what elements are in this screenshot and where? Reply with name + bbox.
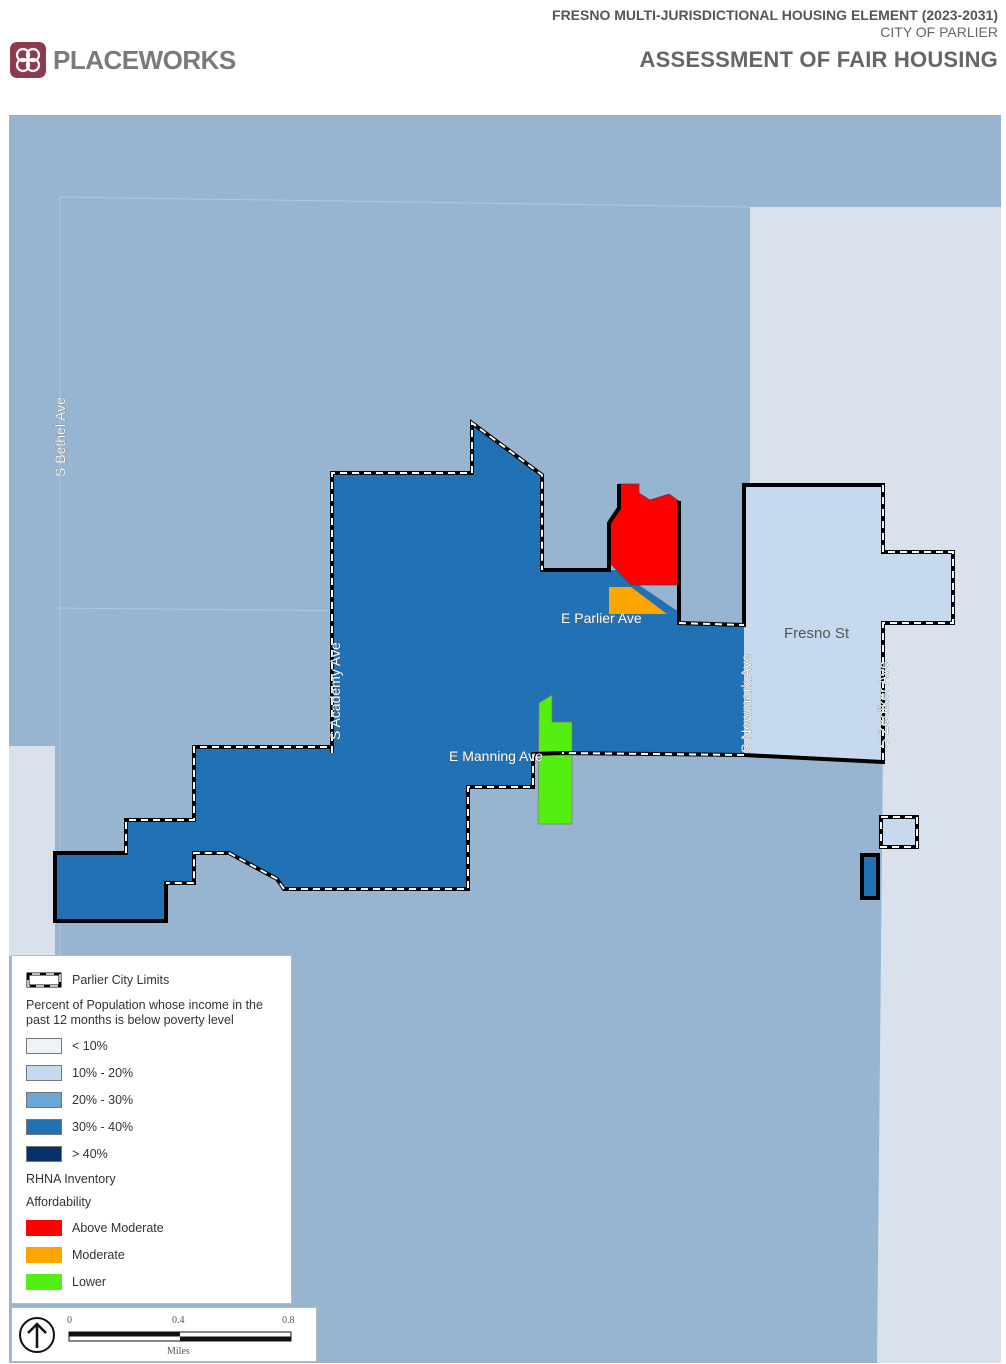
- north-arrow-icon: [19, 1317, 55, 1353]
- logo-text: PLACEWORKS: [53, 44, 236, 75]
- legend-rhna-title: RHNA Inventory: [26, 1172, 116, 1186]
- city-limits-legend-icon: [26, 972, 62, 988]
- legend-class: 30% - 40%: [26, 1119, 133, 1135]
- legend-affordability-title: Affordability: [26, 1195, 92, 1209]
- legend-class-label: 20% - 30%: [72, 1093, 134, 1107]
- scale-tick-0: 0: [67, 1315, 72, 1326]
- legend-class-label: 30% - 40%: [72, 1120, 134, 1134]
- legend-affordability: Moderate: [26, 1247, 125, 1263]
- document-subtitle: CITY OF PARLIER: [880, 24, 998, 40]
- road-label-manning: E Manning Ave: [449, 748, 543, 764]
- legend-swatch-20-30: [26, 1092, 62, 1108]
- scale-tick-1: 0.4: [172, 1315, 185, 1326]
- legend-city-limits-label: Parlier City Limits: [72, 973, 170, 987]
- legend-city-limits: Parlier City Limits: [26, 972, 169, 988]
- tract-poverty-10-20: [744, 485, 953, 762]
- tract-poverty-10-20-small: [881, 817, 917, 847]
- scale-bar-panel: 0 0.4 0.8 Miles: [11, 1307, 317, 1362]
- legend-affordability-label: Lower: [72, 1275, 107, 1289]
- scale-unit: Miles: [167, 1346, 190, 1357]
- legend-class-label: 10% - 20%: [72, 1066, 134, 1080]
- road-label-fresno-st: Fresno St: [784, 625, 850, 642]
- tract-poverty-30-40-small: [862, 855, 878, 898]
- section-title: ASSESSMENT OF FAIR HOUSING: [639, 47, 998, 72]
- legend-swatch-above-moderate: [26, 1220, 62, 1236]
- legend-swatch-gt40: [26, 1146, 62, 1162]
- page-header: PLACEWORKS FRESNO MULTI-JURISDICTIONAL H…: [0, 0, 1006, 112]
- city-limits-boundary: [53, 419, 955, 923]
- map-legend: Parlier City Limits Percent of Populatio…: [11, 955, 292, 1304]
- road-label-zediker: S Zediker Ave: [875, 661, 891, 748]
- tract-west-light: [9, 746, 55, 956]
- legend-swatch-lt10: [26, 1038, 62, 1054]
- tract-boundary: [59, 196, 751, 955]
- scale-tick-2: 0.8: [282, 1315, 295, 1326]
- legend-affordability: Above Moderate: [26, 1220, 164, 1236]
- scale-bar: [68, 1331, 292, 1342]
- legend-swatch-30-40: [26, 1119, 62, 1135]
- legend-class: < 10%: [26, 1038, 108, 1054]
- road-label-academy: S Academy Ave: [327, 642, 343, 740]
- legend-swatch-moderate: [26, 1247, 62, 1263]
- legend-swatch-lower: [26, 1274, 62, 1290]
- road-label-newmark: S Newmark Ave: [738, 653, 754, 753]
- legend-class: 20% - 30%: [26, 1092, 133, 1108]
- document-title: FRESNO MULTI-JURISDICTIONAL HOUSING ELEM…: [552, 7, 998, 23]
- tract-poverty-30-40: [55, 423, 744, 921]
- rhna-lower: [537, 694, 573, 825]
- road-label-bethel: S Bethel Ave: [52, 397, 68, 477]
- placeworks-logo-icon: [10, 42, 46, 78]
- road-label-parlier: E Parlier Ave: [561, 610, 642, 626]
- legend-class: > 40%: [26, 1146, 108, 1162]
- legend-class-label: > 40%: [72, 1147, 108, 1161]
- legend-affordability-label: Above Moderate: [72, 1221, 164, 1235]
- legend-poverty-title: Percent of Population whose income in th…: [26, 998, 263, 1027]
- placeworks-logo: PLACEWORKS: [10, 42, 236, 78]
- legend-swatch-10-20: [26, 1065, 62, 1081]
- legend-class-label: < 10%: [72, 1039, 108, 1053]
- legend-affordability: Lower: [26, 1274, 106, 1290]
- rhna-moderate: [609, 587, 667, 614]
- legend-class: 10% - 20%: [26, 1065, 133, 1081]
- legend-affordability-label: Moderate: [72, 1248, 125, 1262]
